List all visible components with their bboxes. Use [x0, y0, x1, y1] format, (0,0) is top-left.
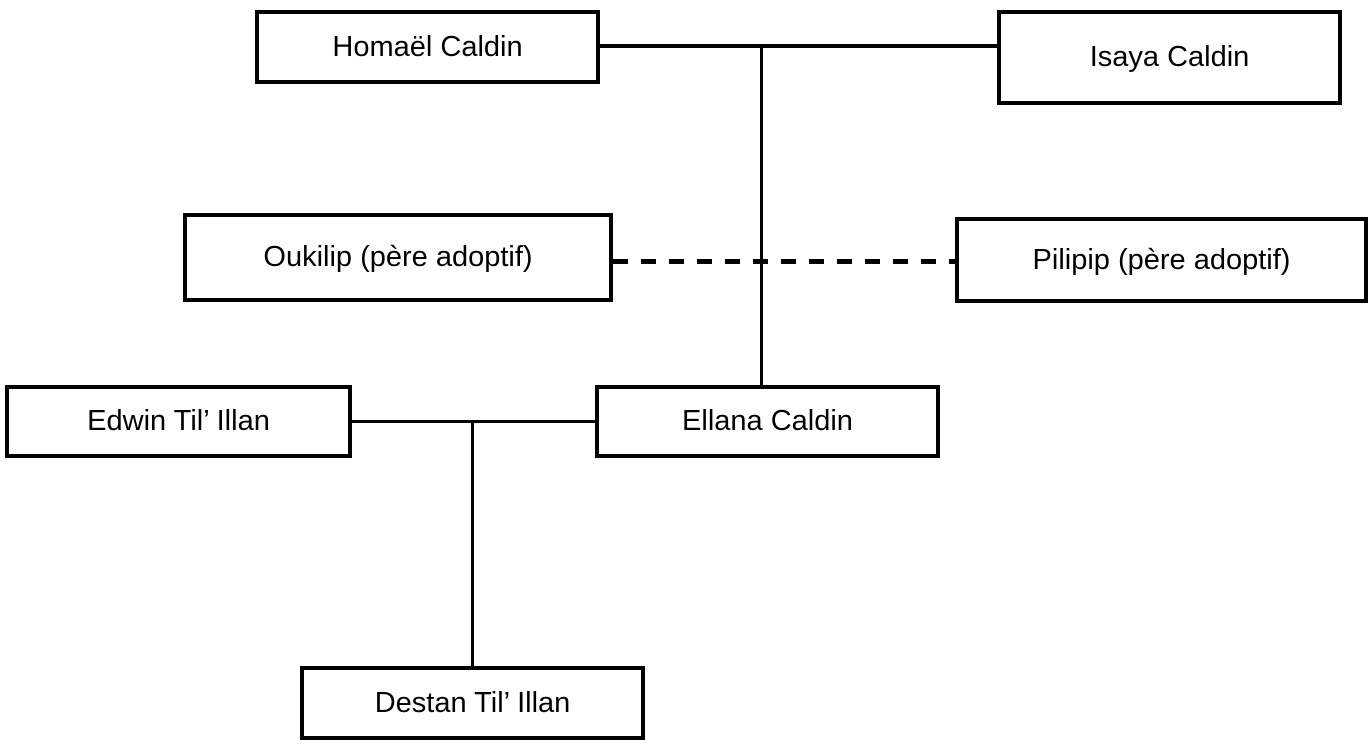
node-label: Pilipip (père adoptif)	[1032, 243, 1291, 276]
node-pilipip-pere-adoptif: Pilipip (père adoptif)	[955, 217, 1368, 303]
node-edwin-til-illan: Edwin Til’ Illan	[5, 385, 352, 458]
node-label: Edwin Til’ Illan	[87, 405, 270, 437]
node-homael-caldin: Homaël Caldin	[255, 10, 600, 84]
node-ellana-caldin: Ellana Caldin	[595, 385, 940, 458]
node-label: Isaya Caldin	[1089, 41, 1250, 73]
edge-homael-isaya	[600, 44, 997, 48]
node-destan-til-illan: Destan Til’ Illan	[300, 666, 645, 740]
node-label: Destan Til’ Illan	[374, 686, 571, 719]
edge-oukilip-pilipip-dashed	[613, 259, 955, 264]
node-oukilip-pere-adoptif: Oukilip (père adoptif)	[183, 213, 613, 302]
edge-parents-to-ellana	[760, 44, 763, 385]
node-label: Homaël Caldin	[332, 30, 523, 63]
node-isaya-caldin: Isaya Caldin	[997, 10, 1342, 105]
edge-parents-to-destan	[471, 420, 474, 666]
node-label: Oukilip (père adoptif)	[263, 241, 533, 273]
node-label: Ellana Caldin	[682, 405, 853, 437]
